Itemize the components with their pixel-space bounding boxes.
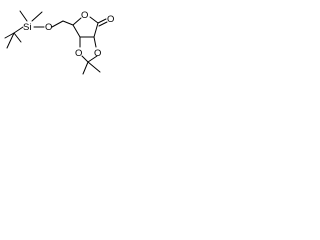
- atom-o-ether: O: [45, 22, 52, 33]
- bond-o-ch2: [51, 20, 64, 28]
- bond-tbu-methyl-2: [6, 32, 15, 49]
- bond-c3-c4: [72, 24, 81, 38]
- chemical-structure: Si O O O O O: [0, 0, 142, 90]
- bond-cq-methyl-1: [82, 61, 89, 75]
- bond-tbu-si: [13, 26, 24, 34]
- atom-o-diox-left: O: [75, 48, 82, 59]
- bond-carbonyl-b: [98, 21, 108, 27]
- bond-oright-cq: [87, 55, 98, 63]
- atom-o-carbonyl: O: [107, 14, 114, 25]
- bond-oring-c1: [89, 16, 99, 24]
- bond-ch2-c4: [62, 20, 74, 26]
- bond-c1-c2: [93, 22, 99, 38]
- acetonide-ring: O O: [75, 36, 101, 75]
- tbs-group: Si O: [4, 10, 52, 49]
- atom-o-diox-right: O: [94, 48, 101, 59]
- bond-si-methyl-1: [19, 10, 28, 22]
- bond-c4-oring: [72, 17, 82, 26]
- bond-tbu-methyl-1: [4, 32, 15, 39]
- atom-si: Si: [23, 22, 31, 33]
- bond-cq-methyl-2: [87, 61, 101, 73]
- structure-drawing: Si O O O O O: [4, 10, 114, 75]
- atom-o-ring: O: [81, 10, 88, 21]
- bond-si-methyl-2: [31, 11, 43, 22]
- bond-tbu-methyl-3: [13, 32, 22, 43]
- bond-oleft-cq: [81, 55, 89, 63]
- lactone-ring: O O: [51, 10, 114, 38]
- bond-carbonyl-a: [97, 18, 107, 24]
- bond-c2-oright: [93, 36, 97, 48]
